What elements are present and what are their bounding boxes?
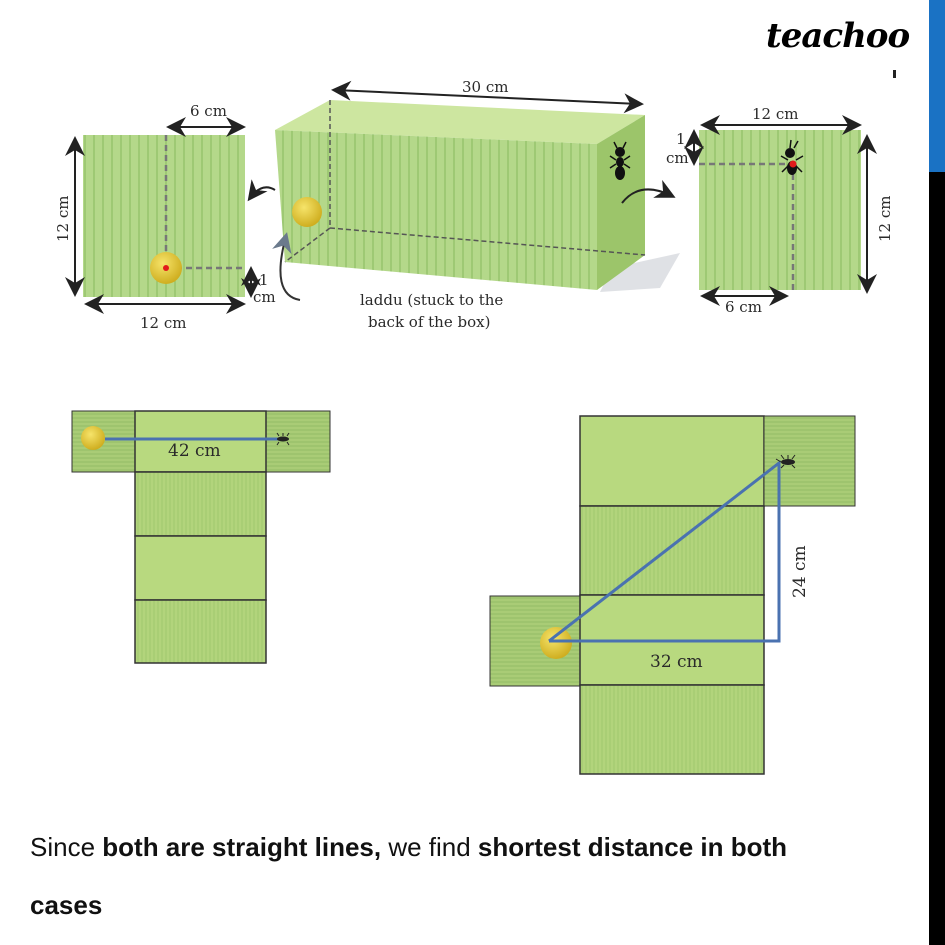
net-2: 32 cm 24 cm xyxy=(489,415,856,775)
offset-num: 1 xyxy=(676,130,686,148)
right-face: 12 cm 12 cm 6 cm 1 cm xyxy=(666,105,894,316)
width-label: 12 cm xyxy=(752,105,798,123)
laddu-caption-2: back of the box) xyxy=(368,313,490,331)
net-1: 42 cm xyxy=(71,410,331,664)
offset-label: 6 cm xyxy=(725,298,762,316)
width-label: 12 cm xyxy=(140,314,186,332)
height-label: 12 cm xyxy=(876,196,894,242)
ant-icon xyxy=(775,454,796,469)
decorative-mark xyxy=(893,70,896,78)
explanation-text: Since both are straight lines, we find s… xyxy=(30,832,788,920)
offset-unit: cm xyxy=(253,288,276,306)
laddu-icon xyxy=(81,426,105,450)
laddu-icon xyxy=(292,197,322,227)
ant-icon xyxy=(609,141,631,180)
path-triangle xyxy=(548,459,781,643)
horizontal-label: 32 cm xyxy=(650,652,703,672)
shortest-path-diagram: 6 cm 12 cm 12 cm 1 cm 30 cm laddu (stuck… xyxy=(54,78,894,775)
offset-unit: cm xyxy=(666,149,689,167)
left-face: 6 cm 12 cm 12 cm 1 cm xyxy=(54,102,276,332)
teachoo-logo: teachoo xyxy=(766,16,910,56)
height-label: 12 cm xyxy=(54,196,72,242)
ant-icon xyxy=(276,432,290,446)
offset-label: 6 cm xyxy=(190,102,227,120)
length-label: 30 cm xyxy=(462,78,508,96)
sidebar-bar xyxy=(929,172,945,945)
cuboid-box: 30 cm laddu (stuck to the back of the bo… xyxy=(272,78,680,331)
vertical-label: 24 cm xyxy=(790,545,810,598)
laddu-caption-1: laddu (stuck to the xyxy=(360,291,503,309)
offset-num: 1 xyxy=(259,271,269,289)
sidebar-accent xyxy=(929,0,945,172)
laddu-icon xyxy=(540,627,572,659)
distance-label: 42 cm xyxy=(168,441,221,461)
